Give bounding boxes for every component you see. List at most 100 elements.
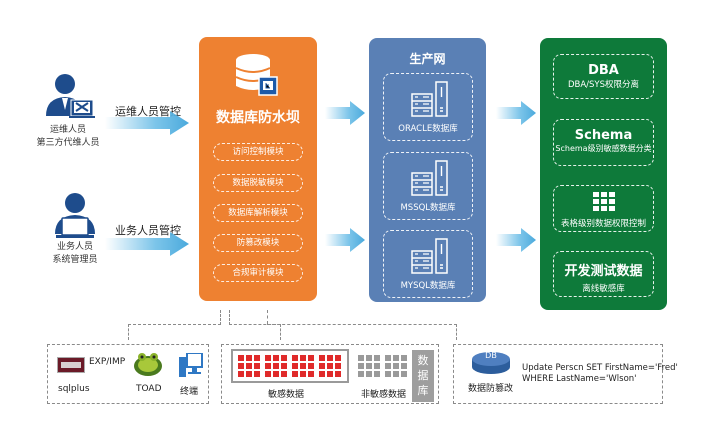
biz-person-line2: 系统管理员 [52, 255, 98, 265]
permission-panel: DBA DBA/SYS权限分离 Schema Schema级别敏感数据分类 表格… [540, 38, 667, 310]
db-firewall-panel: 数据库防水坝 访问控制模块 数据脱敏模块 数据库解析模块 防篡改模块 合规审计模… [199, 37, 317, 301]
data-cell [358, 363, 364, 369]
module-audit: 合规审计模块 [213, 264, 303, 282]
oracle-db: ORACLE数据库 [383, 73, 473, 141]
data-cell [335, 355, 341, 361]
sql-line-2: WHERE LastName='Wlson' [522, 374, 637, 384]
data-cell [358, 371, 364, 377]
data-cell [254, 371, 260, 377]
data-cell [335, 371, 341, 377]
data-cell [385, 355, 391, 361]
tamper-proof-box: DB 数据防篡改 Update Perscn SET FirstName='Fr… [453, 344, 678, 404]
person-laptop-tools-icon [46, 74, 95, 118]
database-shield-icon [235, 54, 278, 96]
mysql-db-label: MYSQL数据库 [400, 281, 456, 291]
data-cell [273, 363, 279, 369]
data-cell [393, 355, 399, 361]
biz-person-label: 业务人员 系统管理员 [30, 241, 120, 267]
biz-arrow-icon [105, 232, 189, 256]
data-cell [300, 355, 306, 361]
sqlplus-label: sqlplus [58, 384, 90, 394]
data-cell [366, 371, 372, 377]
production-network-panel: 生产网 ORACLE数据库 MSSQL数据库 MYSQL数据库 [369, 38, 486, 302]
data-cell [254, 355, 260, 361]
connector-line [267, 310, 268, 324]
oracle-db-label: ORACLE数据库 [398, 124, 458, 134]
table-permission-box: 表格级别数据权限控制 [553, 185, 654, 232]
server-icon [411, 238, 448, 274]
data-cell [319, 363, 325, 369]
data-cell [374, 355, 380, 361]
ops-person-label: 运维人员 第三方代维人员 [23, 124, 113, 150]
data-cell [319, 371, 325, 377]
data-cell [238, 363, 244, 369]
nonsensitive-data-label: 非敏感数据 [361, 390, 407, 400]
data-classification-box: 敏感数据 非敏感数据 数 据 库 [221, 344, 439, 404]
tools-box: EXP/IMP sqlplus TOAD 终端 [47, 344, 209, 404]
sql-line-1: Update Perscn SET FirstName='Fred' [522, 363, 678, 373]
ops-control-label: 运维人员管控 [115, 105, 181, 118]
module-parsing: 数据库解析模块 [213, 204, 303, 222]
sqlplus-icon [57, 357, 85, 373]
toad-label: TOAD [136, 384, 162, 394]
module-access-control: 访问控制模块 [213, 143, 303, 161]
connector-line [267, 324, 457, 340]
data-cell [265, 371, 271, 377]
data-cell [401, 371, 407, 377]
ops-arrow-icon [105, 111, 189, 135]
data-cell [265, 355, 271, 361]
dev-test-subtitle: 离线敏感库 [582, 284, 625, 294]
server-icon [411, 160, 448, 196]
data-cell [393, 363, 399, 369]
data-cell [327, 363, 333, 369]
ops-person-line1: 运维人员 [49, 125, 86, 135]
data-cell [246, 355, 252, 361]
database-label: 数 据 库 [412, 350, 434, 402]
data-cell [308, 371, 314, 377]
dba-title: DBA [588, 63, 619, 78]
connector-line [128, 324, 221, 340]
data-cell [358, 355, 364, 361]
connector-line [229, 324, 281, 340]
data-cell [265, 363, 271, 369]
exp-imp-label: EXP/IMP [89, 357, 126, 367]
toad-icon [134, 353, 162, 376]
dba-box: DBA DBA/SYS权限分离 [553, 54, 654, 99]
grid-icon [592, 192, 615, 211]
schema-subtitle: Schema级别敏感数据分类 [555, 144, 652, 153]
ops-person-line2: 第三方代维人员 [36, 138, 100, 148]
database-char: 据 [417, 369, 429, 382]
module-tamper-proof: 防篡改模块 [213, 234, 303, 252]
data-cell [308, 363, 314, 369]
data-cell [335, 363, 341, 369]
data-cell [401, 355, 407, 361]
data-cell [254, 363, 260, 369]
arrow-icon [496, 228, 536, 252]
data-cell [292, 355, 298, 361]
data-cell [300, 371, 306, 377]
schema-title: Schema [574, 128, 633, 143]
connector-line [229, 310, 230, 325]
db-firewall-title: 数据库防水坝 [216, 110, 300, 126]
ops-person [38, 70, 98, 120]
data-cell [366, 355, 372, 361]
server-icon [411, 81, 448, 117]
data-cell [238, 371, 244, 377]
arrow-icon [325, 228, 365, 252]
data-cell [308, 355, 314, 361]
sensitive-data-frame [231, 349, 349, 383]
data-cell [319, 355, 325, 361]
data-cell [374, 363, 380, 369]
data-cell [246, 363, 252, 369]
table-permission-subtitle: 表格级别数据权限控制 [560, 219, 646, 229]
arrow-icon [496, 101, 536, 125]
mssql-db-label: MSSQL数据库 [400, 203, 456, 213]
dba-subtitle: DBA/SYS权限分离 [567, 80, 640, 90]
dev-test-title: 开发测试数据 [564, 264, 643, 279]
data-cell [238, 355, 244, 361]
mysql-db: MYSQL数据库 [383, 230, 473, 298]
data-cell [401, 363, 407, 369]
data-cell [366, 363, 372, 369]
dev-test-box: 开发测试数据 离线敏感库 [553, 251, 654, 297]
data-cell [292, 363, 298, 369]
